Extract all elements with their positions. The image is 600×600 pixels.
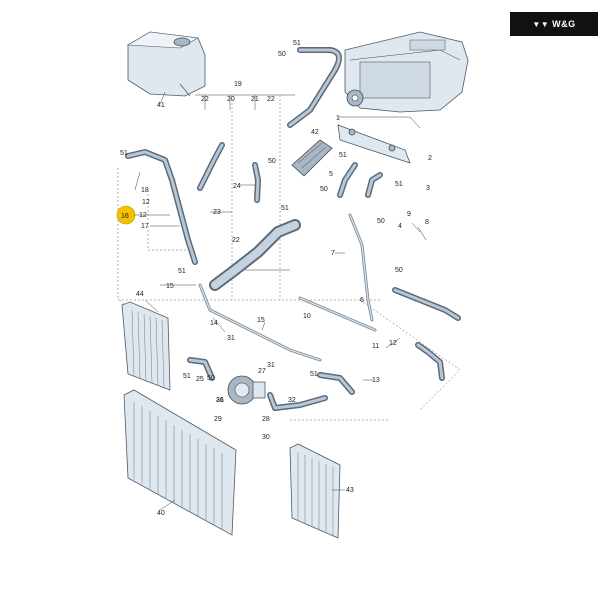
label-51: 51 bbox=[120, 150, 128, 157]
label-17: 17 bbox=[141, 223, 149, 230]
label-11: 11 bbox=[372, 343, 379, 350]
radiator-44[interactable] bbox=[121, 301, 171, 391]
vw-logo-icon: ▼▼ bbox=[532, 19, 550, 29]
radiator-43[interactable] bbox=[289, 443, 341, 539]
label-8: 8 bbox=[425, 219, 429, 226]
bracket-10[interactable] bbox=[298, 296, 377, 332]
label-6: 6 bbox=[360, 297, 364, 304]
hose-16[interactable] bbox=[125, 149, 198, 265]
label-21: 21 bbox=[251, 96, 259, 103]
expansion-tank[interactable] bbox=[126, 31, 206, 97]
label-30: 30 bbox=[262, 434, 270, 441]
label-2: 2 bbox=[428, 155, 432, 162]
label-22: 22 bbox=[201, 96, 209, 103]
label-50: 50 bbox=[268, 158, 276, 165]
label-4: 4 bbox=[398, 223, 402, 230]
label-12: 12 bbox=[142, 199, 150, 206]
label-41: 41 bbox=[157, 102, 165, 109]
label-28: 28 bbox=[262, 416, 270, 423]
label-9: 9 bbox=[407, 211, 411, 218]
label-10: 10 bbox=[303, 313, 311, 320]
label-51: 51 bbox=[339, 152, 347, 159]
label-13: 13 bbox=[372, 377, 380, 384]
label-29: 29 bbox=[214, 416, 222, 423]
label-24: 24 bbox=[233, 183, 241, 190]
label-15: 15 bbox=[257, 317, 265, 324]
label-1: 1 bbox=[336, 115, 340, 122]
hoses-31[interactable] bbox=[187, 357, 355, 411]
oil-cooler[interactable] bbox=[291, 139, 333, 177]
label-22: 22 bbox=[232, 237, 240, 244]
label-7: 7 bbox=[331, 250, 335, 257]
right-hoses[interactable] bbox=[337, 162, 461, 381]
label-50: 50 bbox=[320, 186, 328, 193]
label-19: 19 bbox=[234, 81, 242, 88]
coolant-pipe-1[interactable] bbox=[337, 124, 411, 164]
label-5: 5 bbox=[329, 171, 333, 178]
label-25: 25 bbox=[196, 376, 204, 383]
label-14: 14 bbox=[210, 320, 218, 327]
part-labels: 41 50 51 19 22 20 21 22 42 1 51 2 51 50 … bbox=[120, 40, 432, 517]
upper-hoses[interactable] bbox=[197, 47, 342, 203]
label-27: 27 bbox=[258, 368, 266, 375]
label-40: 40 bbox=[157, 510, 165, 517]
label-12: 12 bbox=[389, 340, 397, 347]
main-radiator[interactable] bbox=[123, 389, 237, 536]
label-26: 26 bbox=[216, 397, 224, 404]
label-23: 23 bbox=[213, 209, 221, 216]
label-12: 12 bbox=[139, 212, 147, 219]
label-18: 18 bbox=[141, 187, 149, 194]
leader-lines bbox=[134, 91, 427, 511]
label-31: 31 bbox=[227, 335, 235, 342]
label-16: 16 bbox=[121, 213, 129, 220]
label-51: 51 bbox=[293, 40, 301, 47]
label-51: 51 bbox=[178, 268, 186, 275]
coolant-pump[interactable] bbox=[227, 375, 266, 405]
label-43: 43 bbox=[346, 487, 354, 494]
label-51: 51 bbox=[281, 205, 289, 212]
label-50: 50 bbox=[395, 267, 403, 274]
main-hose-22[interactable] bbox=[209, 219, 301, 291]
brand-text: W&G bbox=[552, 19, 576, 29]
label-50: 50 bbox=[207, 375, 215, 382]
label-42: 42 bbox=[311, 129, 319, 136]
label-50: 50 bbox=[278, 51, 286, 58]
label-51: 51 bbox=[183, 373, 191, 380]
label-51: 51 bbox=[395, 181, 403, 188]
label-20: 20 bbox=[227, 96, 235, 103]
label-31: 31 bbox=[267, 362, 275, 369]
label-44: 44 bbox=[136, 291, 144, 298]
label-31: 31 bbox=[216, 397, 224, 404]
label-32: 32 bbox=[288, 397, 296, 404]
label-15: 15 bbox=[166, 283, 174, 290]
label-50: 50 bbox=[377, 218, 385, 225]
pipe-14[interactable] bbox=[198, 283, 322, 362]
brand-badge: ▼▼ W&G bbox=[510, 12, 598, 36]
label-51: 51 bbox=[310, 371, 318, 378]
engine-block[interactable] bbox=[344, 31, 469, 113]
label-3: 3 bbox=[426, 185, 430, 192]
label-22: 22 bbox=[267, 96, 275, 103]
